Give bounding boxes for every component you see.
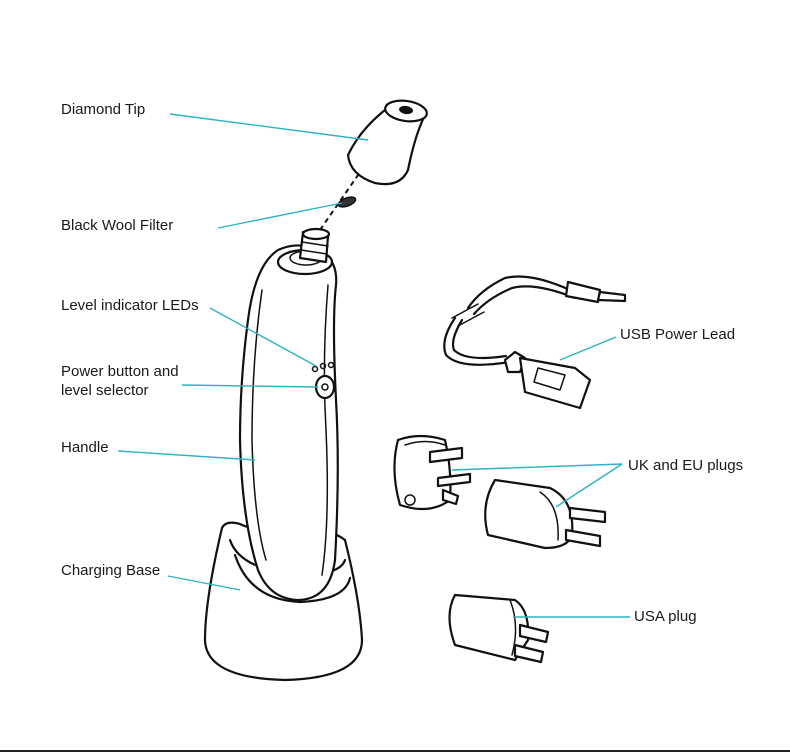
label-usa-plug: USA plug [634, 608, 697, 625]
diamond-tip-drawing [346, 99, 428, 186]
handle-drawing [238, 227, 339, 602]
label-power-button: Power button and level selector [61, 362, 179, 400]
label-power-button-line2: level selector [61, 382, 149, 399]
label-charging-base: Charging Base [61, 562, 161, 579]
label-handle: Handle [61, 439, 109, 456]
bottom-divider [0, 750, 790, 752]
leader-charging-base [167, 575, 241, 591]
label-level-indicator-leds: Level indicator LEDs [61, 297, 199, 314]
usa-plug-drawing [448, 593, 550, 664]
leader-uk-plug [451, 463, 623, 471]
label-diamond-tip: Diamond Tip [61, 101, 146, 118]
label-usb-power-lead: USB Power Lead [620, 326, 736, 343]
eu-plug-drawing [484, 478, 607, 550]
leader-handle [117, 450, 256, 461]
leader-usb-power-lead [559, 336, 617, 361]
label-power-button-line1: Power button and [61, 363, 179, 380]
leader-power-button [181, 384, 319, 388]
uk-plug-drawing [393, 434, 472, 511]
leader-black-wool-filter [217, 202, 343, 229]
label-uk-eu-plugs: UK and EU plugs [628, 457, 744, 474]
usb-lead-drawing [443, 275, 627, 410]
leader-diamond-tip [169, 113, 369, 141]
leader-eu-plug [555, 463, 623, 508]
label-black-wool-filter: Black Wool Filter [61, 217, 174, 234]
leader-lines [117, 113, 630, 618]
filter-drawing [319, 164, 366, 231]
leader-level-indicator-leds [209, 307, 317, 367]
